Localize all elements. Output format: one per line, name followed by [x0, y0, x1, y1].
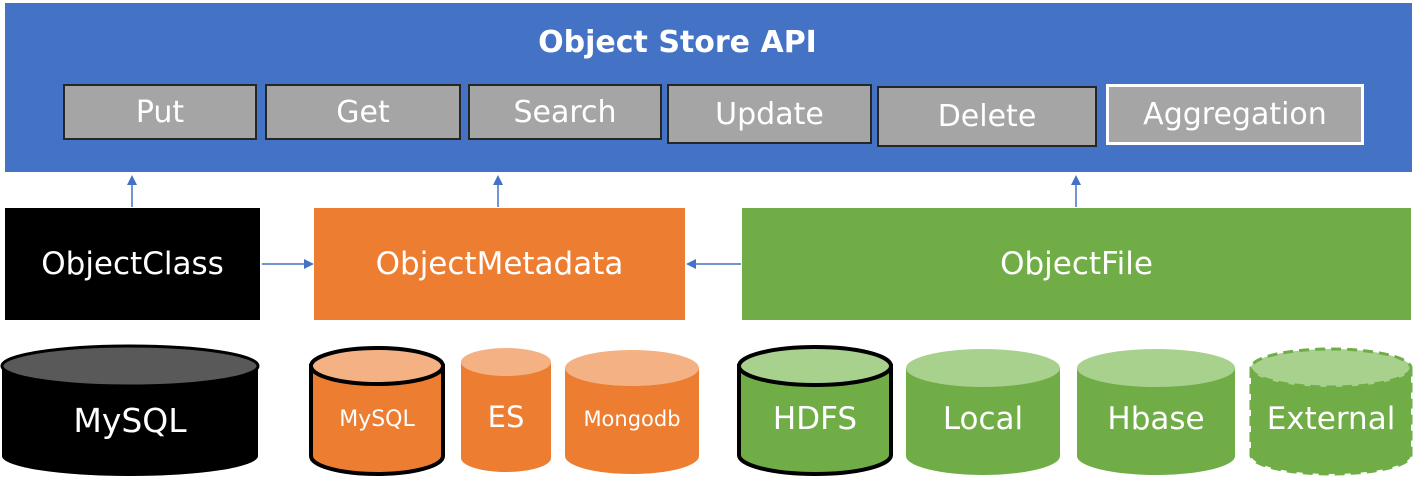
mysql-class-cylinder — [0, 344, 260, 476]
mysql-class-label: MySQL — [73, 400, 187, 440]
external-label: External — [1266, 401, 1396, 437]
update-operation: Update — [667, 84, 872, 144]
es-cylinder — [461, 348, 551, 472]
es-label: ES — [487, 400, 525, 434]
mysql-metadata-cylinder — [309, 346, 445, 476]
aggregation-operation: Aggregation — [1106, 84, 1364, 145]
get-operation: Get — [265, 84, 461, 140]
external-cylinder — [1249, 347, 1413, 476]
hdfs-cylinder — [737, 345, 893, 476]
mongodb-label: Mongodb — [583, 407, 681, 431]
local-label: Local — [942, 401, 1024, 437]
object-metadata-box: ObjectMetadata — [314, 208, 685, 320]
put-operation: Put — [63, 84, 257, 140]
mysql-metadata-label: MySQL — [339, 406, 415, 432]
object-file-box: ObjectFile — [742, 208, 1411, 320]
search-operation: Search — [468, 84, 662, 140]
hbase-label: Hbase — [1107, 401, 1205, 437]
mongodb-cylinder — [565, 350, 699, 474]
object-class-box: ObjectClass — [5, 208, 260, 320]
api-title: Object Store API — [538, 25, 817, 60]
hdfs-label: HDFS — [772, 401, 858, 437]
hbase-cylinder — [1077, 349, 1235, 475]
delete-operation: Delete — [877, 86, 1097, 147]
local-cylinder — [906, 349, 1060, 475]
